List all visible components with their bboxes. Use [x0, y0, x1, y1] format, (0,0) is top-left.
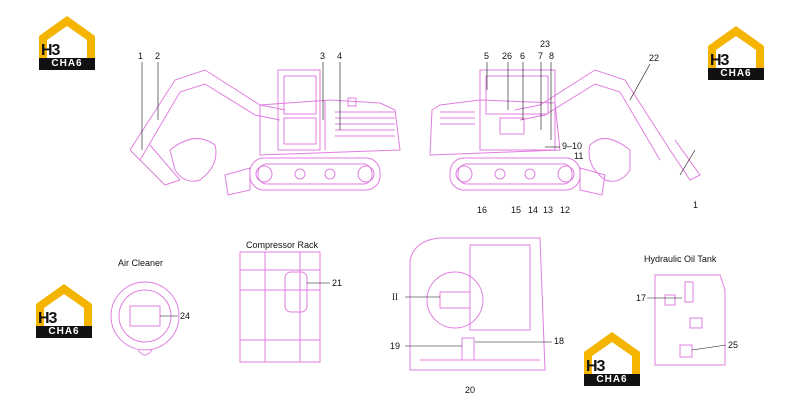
callout-II: II [392, 292, 398, 302]
logo-mark: H3 [38, 310, 57, 327]
logo-bottom-left: H3 CHA6 [32, 282, 96, 338]
air-cleaner-drawing [110, 281, 180, 356]
callout-9-10: 9–10 [562, 141, 583, 151]
logo-mark: H3 [41, 42, 60, 59]
callout-11: 11 [574, 151, 584, 161]
hydraulic-oil-tank-drawing [654, 274, 726, 366]
caption-air-cleaner: Air Cleaner [118, 258, 164, 268]
logo-band: CHA6 [36, 326, 92, 338]
callout-8: 8 [549, 51, 555, 61]
callout-21: 21 [332, 278, 343, 288]
callout-23: 23 [540, 39, 551, 49]
callout-1-left: 1 [138, 51, 144, 61]
compressor-rack-drawing [239, 251, 321, 363]
callout-20: 20 [465, 385, 476, 395]
logo-mark: H3 [710, 52, 729, 69]
callout-26: 26 [502, 51, 513, 61]
logo-band: CHA6 [39, 58, 95, 70]
callout-2: 2 [155, 51, 161, 61]
left-excavator [129, 69, 401, 196]
logo-house-icon [39, 16, 95, 58]
callout-7: 7 [538, 51, 544, 61]
callout-22: 22 [649, 53, 660, 63]
callout-12: 12 [560, 205, 571, 215]
callout-3: 3 [320, 51, 326, 61]
callout-24: 24 [180, 311, 191, 321]
callout-6: 6 [520, 51, 526, 61]
logo-bottom-center: H3 CHA6 [580, 330, 644, 386]
logo-house-icon [584, 332, 640, 374]
callout-16: 16 [477, 205, 488, 215]
callout-5: 5 [484, 51, 490, 61]
right-excavator [429, 69, 701, 196]
logo-top-left: H3 CHA6 [35, 14, 99, 70]
logo-top-right: H3 CHA6 [704, 24, 768, 80]
callout-15: 15 [511, 205, 522, 215]
caption-hydraulic-oil-tank: Hydraulic Oil Tank [644, 254, 717, 264]
callout-19: 19 [390, 341, 401, 351]
callout-1-right: 1 [693, 200, 699, 210]
logo-house-icon [36, 284, 92, 326]
callout-4: 4 [337, 51, 343, 61]
callout-25: 25 [728, 340, 739, 350]
logo-band: CHA6 [708, 68, 764, 80]
caption-compressor-rack: Compressor Rack [246, 240, 319, 250]
cab-interior-drawing [409, 237, 546, 371]
callout-14: 14 [528, 205, 539, 215]
logo-band: CHA6 [584, 374, 640, 386]
callout-18: 18 [554, 336, 565, 346]
callout-13: 13 [543, 205, 554, 215]
callout-17: 17 [636, 293, 647, 303]
logo-mark: H3 [586, 358, 605, 375]
logo-house-icon [708, 26, 764, 68]
leader-lines [141, 62, 727, 351]
